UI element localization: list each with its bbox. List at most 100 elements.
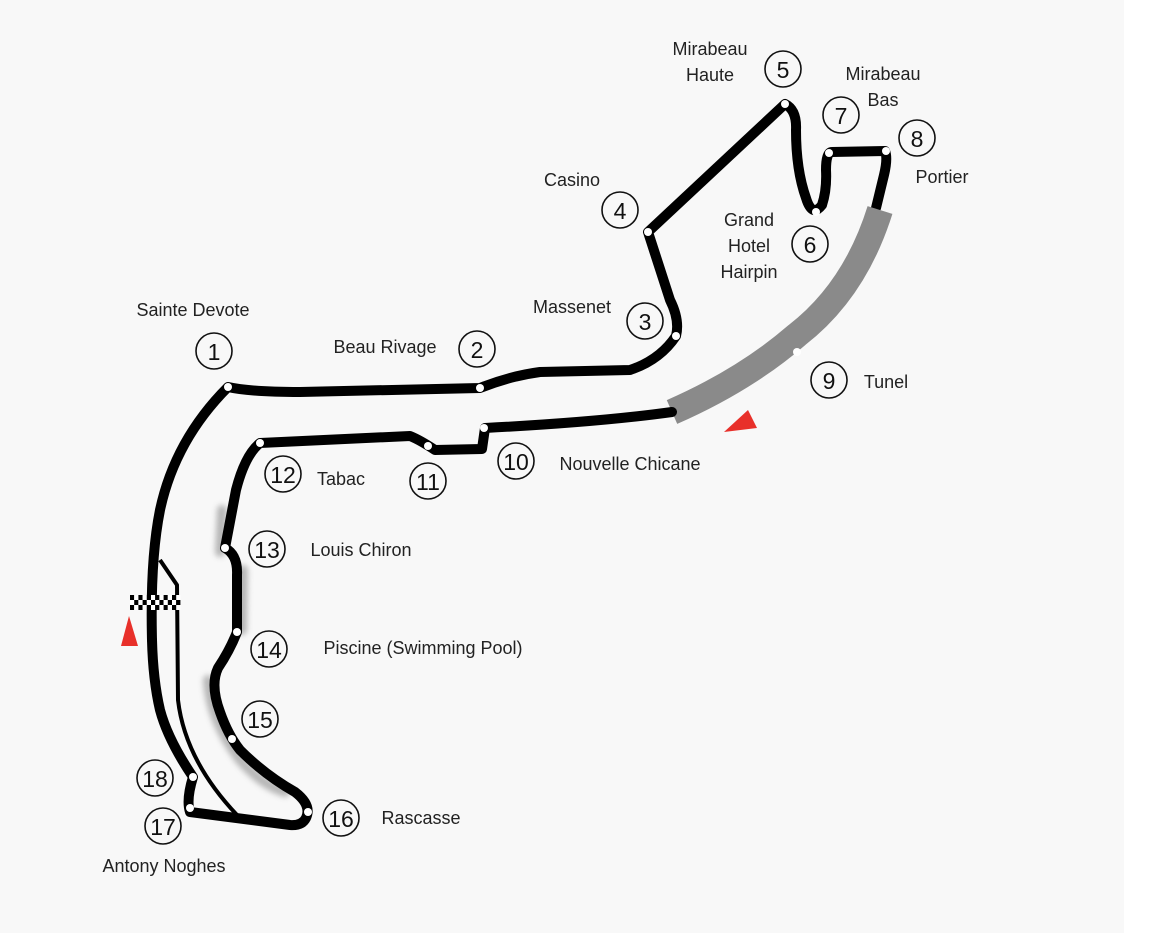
corner-name: Piscine (Swimming Pool) [323,638,522,658]
corner-12: 12 Tabac [264,455,365,493]
corner-name-line: Tunel [864,372,908,392]
corner-apex-dot [480,424,488,432]
checker-square [146,595,151,600]
corner-name: Tabac [317,469,365,489]
corner-number: 17 [150,814,176,840]
direction-arrow-icon [121,616,138,646]
corner-number-circle [322,799,360,837]
corner-number: 9 [823,368,836,394]
corner-apex-dot [186,804,194,812]
checker-square [138,595,143,600]
checker-square [130,600,135,605]
corner-number: 11 [416,469,440,495]
corner-number-circle [195,332,233,370]
corner-number-circle [822,96,860,134]
corner-name: Sainte Devote [136,300,249,320]
corner-number: 2 [471,337,484,363]
corner-number-circle [626,302,664,340]
corner-name-line: Louis Chiron [310,540,411,560]
corner-18: 18 [136,759,174,797]
corner-number-circle [264,455,302,493]
checker-square [138,600,143,605]
corner-number-circle [248,530,286,568]
corner-name: Beau Rivage [333,337,436,357]
checker-square [151,605,156,610]
corner-number: 18 [142,766,168,792]
corner-number-circle [764,50,802,88]
corner-number: 12 [270,462,296,488]
corner-number-circle [144,807,182,845]
corner-name-line: Tabac [317,469,365,489]
corner-number: 5 [777,57,790,83]
checker-square [159,595,164,600]
checker-square [146,600,151,605]
corner-14: 14 Piscine (Swimming Pool) [250,630,523,668]
direction-arrow-icon [724,410,757,432]
corner-name-line: Bas [867,90,898,110]
corner-apex-dot [825,149,833,157]
checker-square [134,605,139,610]
corner-name: Antony Noghes [102,856,225,876]
corner-9: 9 Tunel [810,361,908,399]
corner-apex-dot [256,439,264,447]
corner-number-circle [601,191,639,229]
corner-number-circle [458,330,496,368]
corner-13: 13 Louis Chiron [248,530,412,568]
corner-number: 1 [208,339,221,365]
checker-square [159,605,164,610]
checker-square [134,600,139,605]
checker-square [151,595,156,600]
corner-apex-dot [189,773,197,781]
corner-name: Casino [544,170,600,190]
checker-square [146,605,151,610]
checker-square [130,605,135,610]
track [146,99,892,645]
checker-square [172,600,177,605]
corner-number: 14 [256,637,282,663]
corner-apex-dot [882,147,890,155]
corner-name-line: Casino [544,170,600,190]
checker-square [155,605,160,610]
corner-4: 4 Casino [544,170,639,229]
corner-number: 15 [247,707,273,733]
corner-number-circle [497,442,535,480]
runoff-shading [203,505,290,797]
checker-square [176,605,181,610]
corner-name-line: Beau Rivage [333,337,436,357]
checker-square [142,595,147,600]
corner-apex-dot [228,735,236,743]
corner-name-line: Antony Noghes [102,856,225,876]
corner-apex-dot [304,808,312,816]
corner-apex-dot [424,442,432,450]
checker-square [172,605,177,610]
corner-number: 6 [804,232,817,258]
corner-number: 10 [503,449,529,475]
corner-apex-dot [221,544,229,552]
checker-square [142,600,147,605]
corner-number-circle [898,119,936,157]
checker-square [176,600,181,605]
corner-number: 7 [835,103,848,129]
corner-name-line: Nouvelle Chicane [559,454,700,474]
checker-square [167,605,172,610]
corner-apex-dot [672,332,680,340]
checker-square [151,600,156,605]
corner-name-line: Hairpin [720,262,777,282]
corner-number: 4 [614,198,627,224]
corner-name-line: Massenet [533,297,611,317]
corner-name: Portier [915,167,968,187]
corner-number-circle [409,462,447,500]
corner-number: 13 [254,537,280,563]
corner-number: 3 [639,309,652,335]
checker-square [163,605,168,610]
corner-number-circle [810,361,848,399]
checker-square [155,595,160,600]
